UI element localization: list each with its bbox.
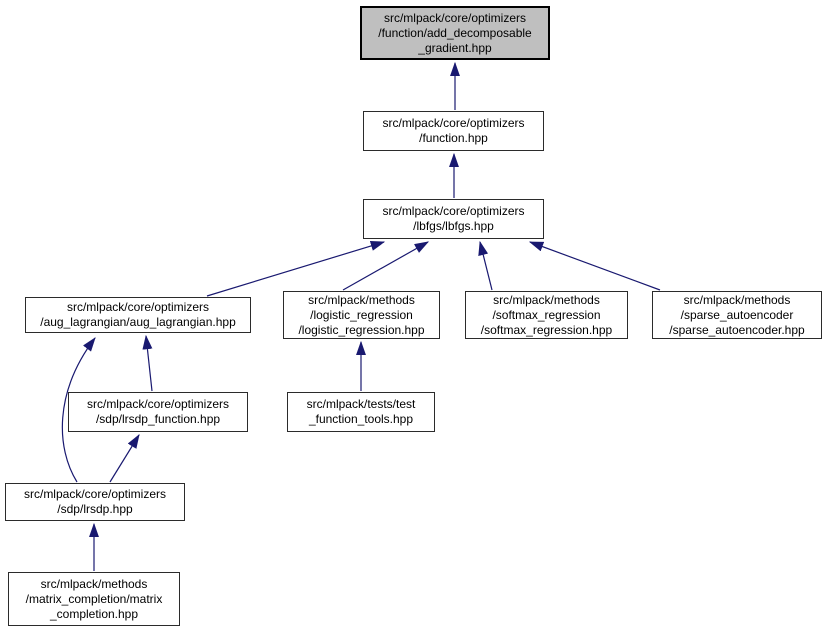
- node-logistic-regression-hpp[interactable]: src/mlpack/methods /logistic_regression …: [283, 291, 440, 339]
- node-test-function-tools-hpp[interactable]: src/mlpack/tests/test _function_tools.hp…: [287, 392, 435, 432]
- node-sparse-autoencoder-hpp[interactable]: src/mlpack/methods /sparse_autoencoder /…: [652, 291, 822, 339]
- node-add-decomposable-gradient-hpp: src/mlpack/core/optimizers /function/add…: [360, 6, 550, 60]
- node-softmax-regression-hpp[interactable]: src/mlpack/methods /softmax_regression /…: [465, 291, 628, 339]
- edge-lrsdp-to-lrsdp-function: [109, 434, 140, 483]
- node-lrsdp-hpp[interactable]: src/mlpack/core/optimizers /sdp/lrsdp.hp…: [5, 483, 185, 521]
- edge-logistic-to-lbfgs: [342, 241, 430, 291]
- edge-lrsdp-function-to-aug-lagrangian: [142, 334, 153, 392]
- node-lbfgs-hpp[interactable]: src/mlpack/core/optimizers /lbfgs/lbfgs.…: [363, 199, 544, 239]
- edge-softmax-to-lbfgs: [478, 240, 493, 291]
- edge-lrsdp-to-aug-lagrangian: [61, 337, 96, 483]
- edge-sparse-to-lbfgs: [528, 241, 661, 291]
- node-function-hpp[interactable]: src/mlpack/core/optimizers /function.hpp: [363, 111, 544, 151]
- node-aug-lagrangian-hpp[interactable]: src/mlpack/core/optimizers /aug_lagrangi…: [25, 297, 251, 333]
- node-matrix-completion-hpp[interactable]: src/mlpack/methods /matrix_completion/ma…: [8, 572, 180, 626]
- edge-aug-lagrangian-to-lbfgs: [206, 241, 386, 297]
- node-lrsdp-function-hpp[interactable]: src/mlpack/core/optimizers /sdp/lrsdp_fu…: [68, 392, 248, 432]
